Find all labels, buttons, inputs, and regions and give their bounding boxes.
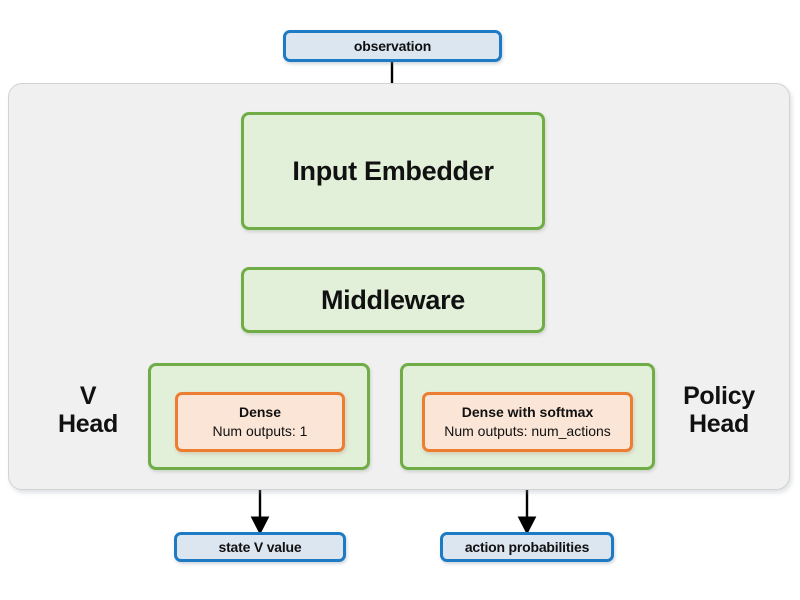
node-dense-with-softmax[interactable]: Dense with softmax Num outputs: num_acti… <box>422 392 633 452</box>
policy-head-caption-line1: Policy <box>683 382 755 410</box>
node-middleware[interactable]: Middleware <box>241 267 545 333</box>
node-dense-with-softmax-subtitle: Num outputs: num_actions <box>444 423 611 439</box>
node-dense[interactable]: Dense Num outputs: 1 <box>175 392 345 452</box>
node-dense-with-softmax-title: Dense with softmax <box>461 404 594 421</box>
node-state-v-value[interactable]: state V value <box>174 532 346 562</box>
v-head-caption: V Head <box>36 382 140 438</box>
node-observation[interactable]: observation <box>283 30 502 62</box>
node-input-embedder-label: Input Embedder <box>292 155 494 186</box>
node-observation-label: observation <box>353 38 432 54</box>
node-action-probabilities[interactable]: action probabilities <box>440 532 614 562</box>
node-action-probabilities-label: action probabilities <box>464 539 590 555</box>
v-head-caption-line2: Head <box>58 410 118 438</box>
node-middleware-label: Middleware <box>320 284 466 315</box>
v-head-caption-line1: V <box>79 382 97 410</box>
policy-head-caption: Policy Head <box>663 382 775 438</box>
node-dense-title: Dense <box>238 404 282 421</box>
node-state-v-value-label: state V value <box>218 539 302 555</box>
policy-head-caption-line2: Head <box>689 410 749 438</box>
node-dense-subtitle: Num outputs: 1 <box>212 423 308 439</box>
node-input-embedder[interactable]: Input Embedder <box>241 112 545 230</box>
